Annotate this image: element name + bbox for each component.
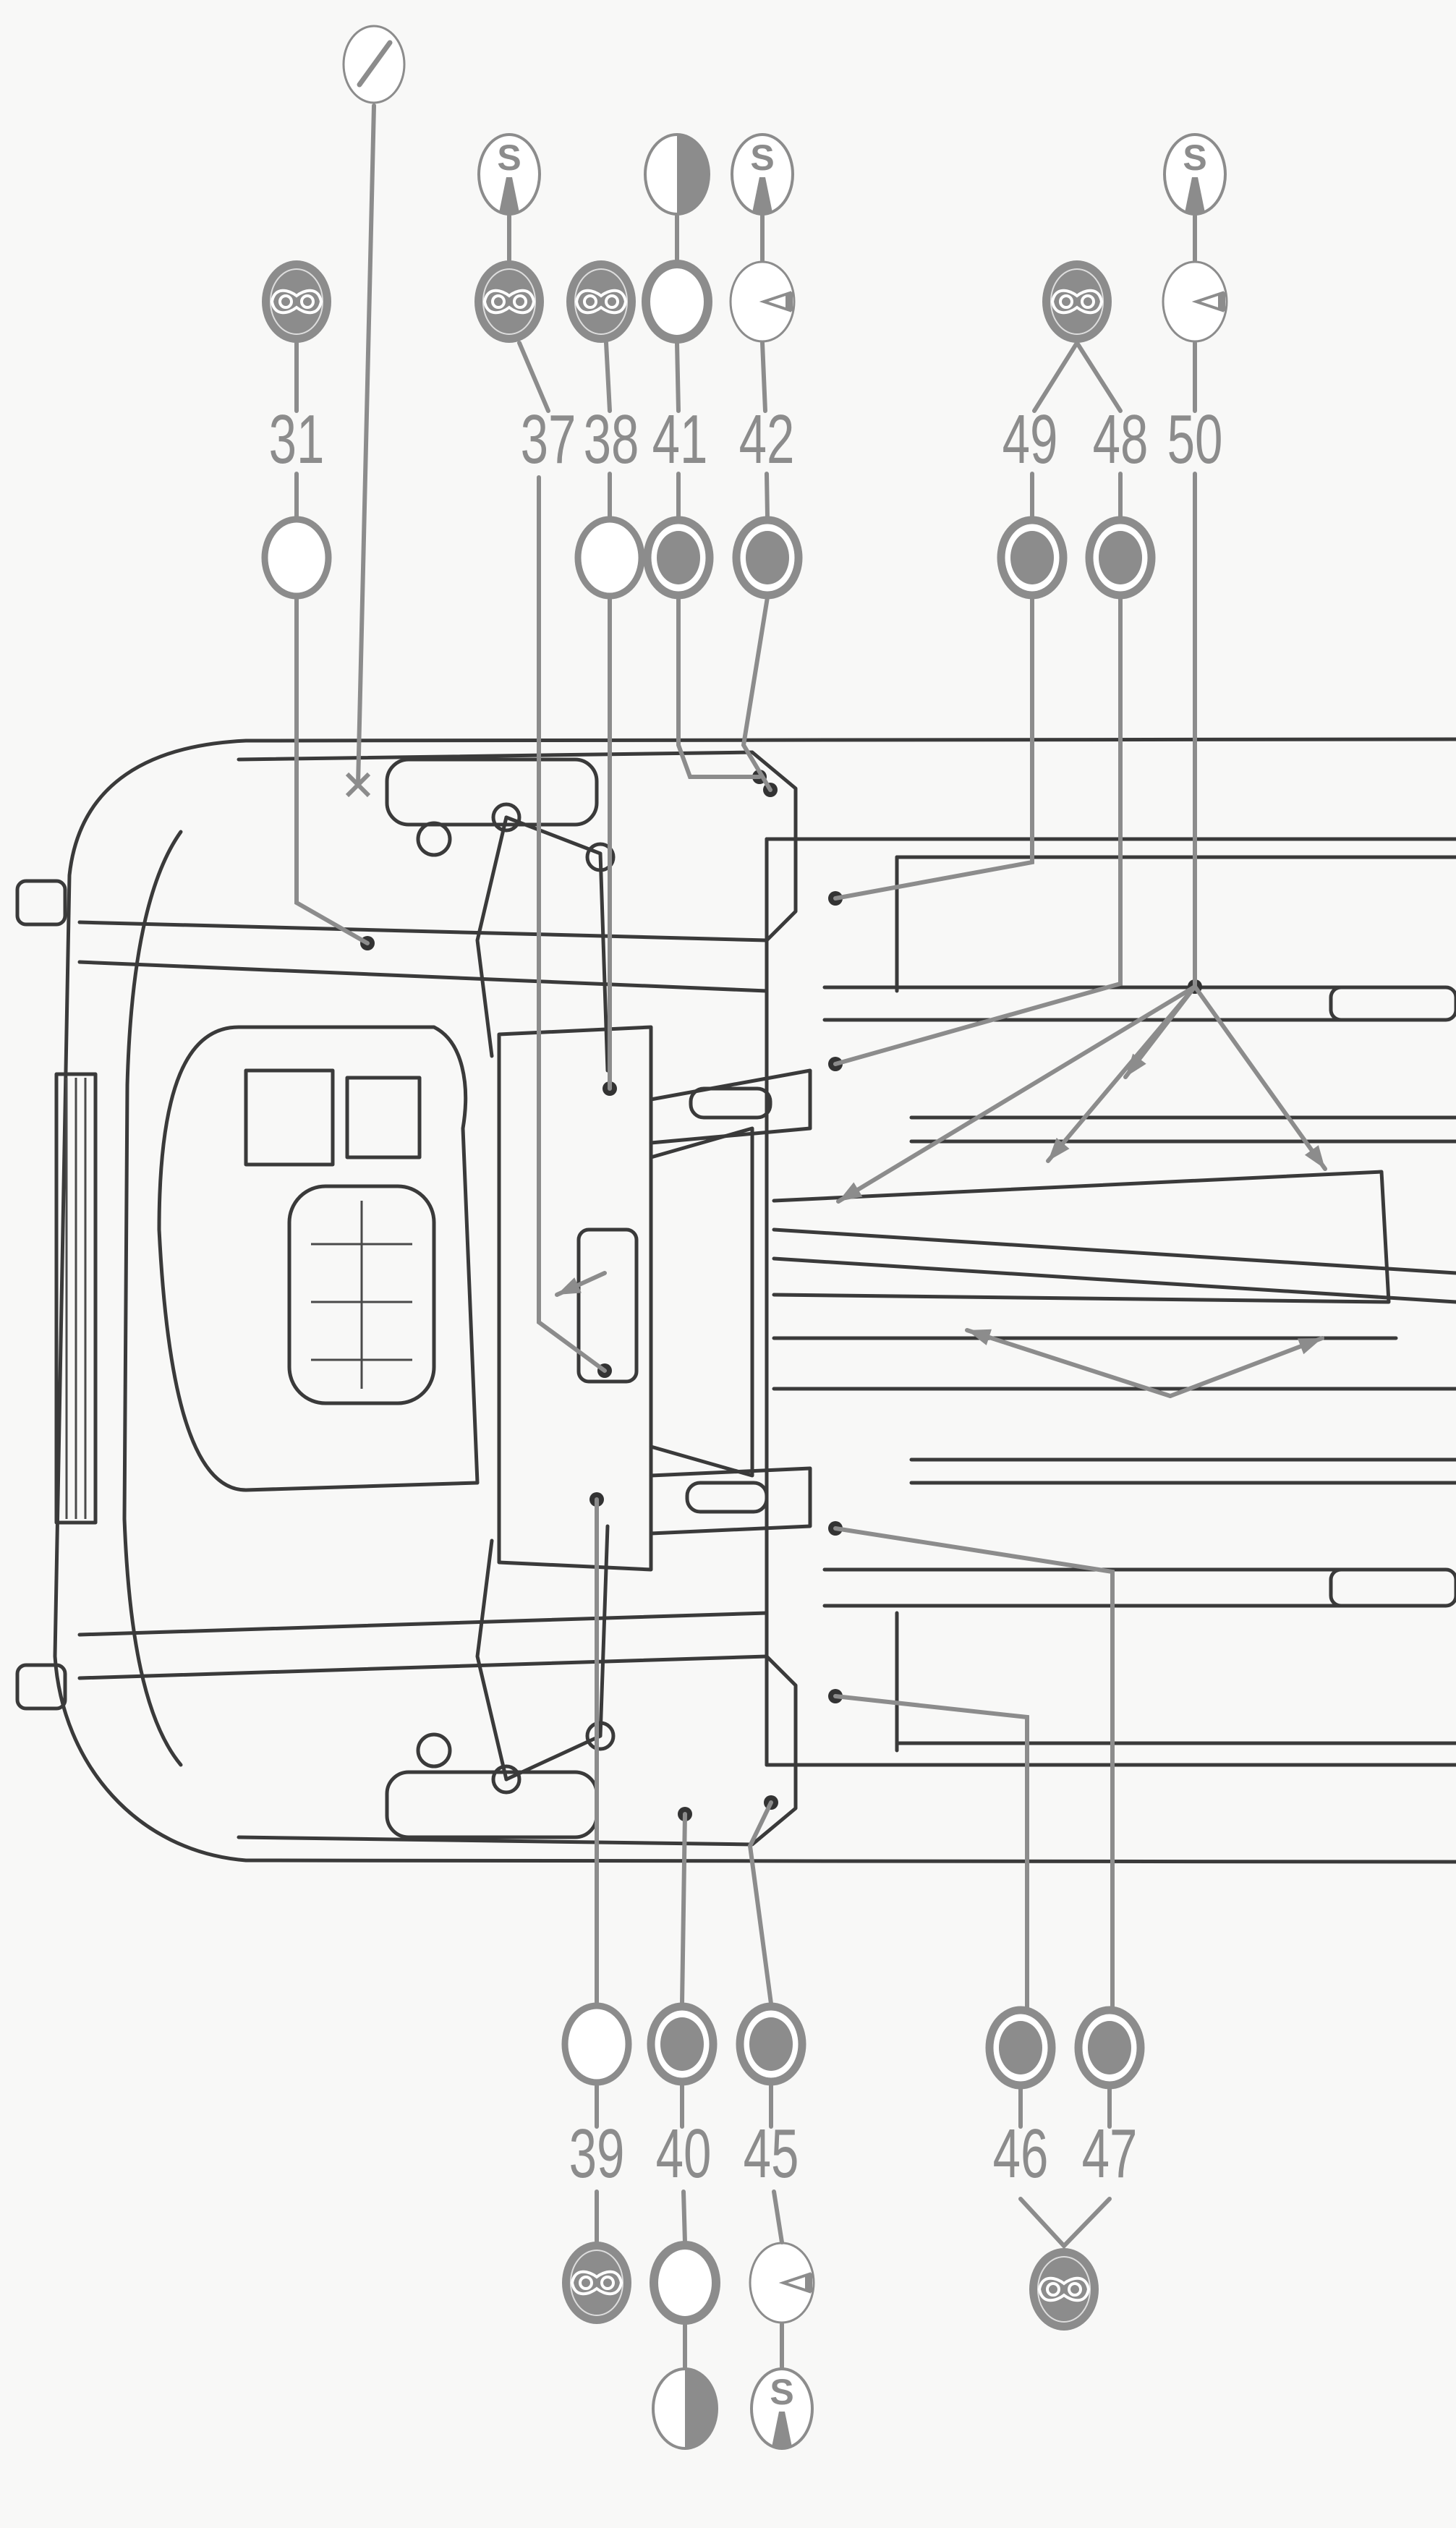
- callout-stem: [675, 341, 681, 413]
- arrowhead-icon: [1125, 1053, 1146, 1077]
- callout-38: 38: [566, 260, 645, 600]
- arrow-50-lower: [965, 1328, 1172, 1398]
- s-lever-icon: S: [477, 133, 541, 216]
- callout-37: 37S: [474, 133, 576, 478]
- front-bumper-left: [15, 879, 67, 927]
- suspension-left: [385, 757, 616, 1073]
- arrowhead-icon: [1298, 1338, 1322, 1355]
- callout-42: 42 S: [729, 133, 803, 600]
- arrow-50: [1193, 984, 1327, 1171]
- chain-lube-icon: [562, 2242, 631, 2324]
- s-lever-icon: S: [1163, 133, 1227, 216]
- callout-49-48-shared: [1032, 260, 1123, 413]
- callout-number: 42: [739, 400, 795, 478]
- floor-rails: [77, 837, 1456, 1767]
- chain-lube-icon: [474, 260, 544, 343]
- half-filled-icon: [644, 133, 710, 216]
- gauge-icon: [1162, 260, 1228, 343]
- s-lever-icon: S: [731, 133, 794, 216]
- thick-ring-icon: [650, 2241, 720, 2325]
- callout-39: 39: [561, 2002, 632, 2324]
- gauge-icon: [729, 260, 796, 343]
- front-panel: [122, 830, 183, 1767]
- s-lever-icon: S: [750, 2367, 814, 2450]
- callout-40: 40: [647, 2002, 720, 2450]
- car-underbody-drawing: [15, 737, 1456, 1864]
- front-grille: [54, 1072, 98, 1525]
- suspension-right: [385, 1524, 616, 1839]
- callout-50: 50S: [1162, 133, 1228, 478]
- engine-block: [157, 1025, 480, 1492]
- callout-stem: [681, 2189, 687, 2244]
- callout-41: 41: [642, 133, 714, 600]
- callout-46-47-shared: [1018, 2197, 1112, 2331]
- thick-ring-icon: [642, 260, 712, 344]
- screwdriver-icon: [342, 25, 406, 104]
- body-outline: [53, 737, 1456, 1864]
- letter-s: S: [497, 137, 521, 178]
- callout-tool: [342, 25, 406, 104]
- leader-line-46: [833, 1694, 1029, 2010]
- target-icon: [985, 2006, 1056, 2090]
- callout-number: 38: [584, 400, 639, 478]
- leader-line-41: [676, 595, 762, 779]
- callout-stem: [1032, 339, 1123, 413]
- leader-line-42: [741, 595, 772, 792]
- leader-lines: [294, 103, 1327, 2010]
- callout-49: 49: [997, 400, 1068, 600]
- arrowhead-icon: [557, 1277, 582, 1295]
- wheel-well-right: [237, 1654, 798, 1847]
- chain-lube-icon: [566, 260, 636, 343]
- chain-lube-icon: [1029, 2248, 1099, 2331]
- letter-s: S: [770, 2372, 793, 2412]
- half-filled-icon: [652, 2367, 718, 2450]
- front-subframe: [497, 1025, 812, 1572]
- letter-s: S: [750, 137, 774, 178]
- callout-47: 47: [1074, 2006, 1145, 2192]
- leader-line-45: [747, 1800, 773, 2006]
- front-bumper-right: [15, 1663, 67, 1711]
- callout-46: 46: [985, 2006, 1056, 2192]
- leader-line-40: [680, 1812, 687, 2006]
- plain-circle-icon: [561, 2002, 632, 2086]
- wheel-well-left: [237, 750, 798, 942]
- callout-number: 41: [652, 400, 708, 478]
- callout-stem: [772, 2189, 784, 2244]
- chain-lube-icon: [1042, 260, 1112, 343]
- leader-line-48: [833, 595, 1123, 1066]
- arrow-50-lower: [1168, 1336, 1324, 1398]
- arrowhead-icon: [967, 1329, 992, 1345]
- target-icon: [647, 2002, 718, 2086]
- target-icon: [736, 2002, 806, 2086]
- callout-stem: [1018, 2197, 1112, 2250]
- letter-s: S: [1183, 137, 1206, 178]
- callout-stem: [517, 341, 550, 413]
- leader-line-49: [833, 595, 1034, 901]
- target-icon: [997, 516, 1068, 600]
- target-icon: [643, 516, 714, 600]
- leader-line-31: [294, 595, 370, 945]
- leader-line-47: [833, 1526, 1115, 2010]
- target-icon: [732, 516, 803, 600]
- arrowhead-icon: [1304, 1145, 1325, 1169]
- chain-lube-icon: [262, 260, 331, 343]
- target-icon: [1074, 2006, 1145, 2090]
- target-icon: [1085, 516, 1156, 600]
- callout-stem: [604, 341, 612, 413]
- callout-number: 49: [1002, 400, 1058, 478]
- arrow-50: [836, 984, 1197, 1204]
- arrowhead-icon: [1048, 1138, 1070, 1161]
- gauge-icon: [749, 2242, 815, 2324]
- callout-31: 31: [261, 260, 332, 600]
- arrowhead-icon: [838, 1182, 863, 1201]
- callout-stem: [760, 341, 767, 413]
- leader-line-tool: [356, 103, 376, 787]
- plain-circle-icon: [574, 516, 645, 600]
- plain-circle-icon: [261, 516, 332, 600]
- callout-45: 45S: [736, 2002, 815, 2450]
- callout-48: 48: [1085, 400, 1156, 600]
- leader-line-37: [537, 475, 607, 1373]
